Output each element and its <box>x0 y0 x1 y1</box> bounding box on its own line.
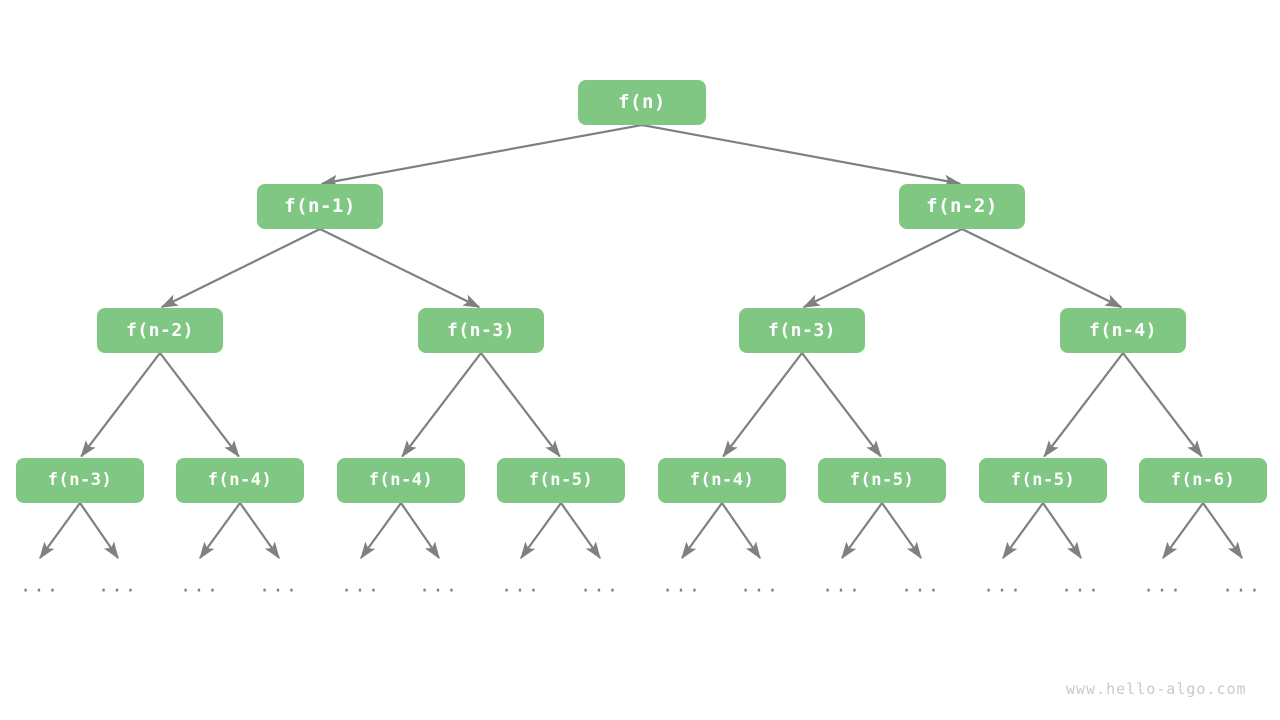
leaf-edge <box>360 502 402 560</box>
tree-node-label: f(n-2) <box>125 319 195 341</box>
ellipsis-marker: ... <box>97 574 139 597</box>
tree-edge <box>1043 352 1124 458</box>
tree-edge <box>802 228 963 309</box>
tree-node-label: f(n-5) <box>849 470 915 490</box>
leaf-edge <box>520 502 562 560</box>
tree-node[interactable]: f(n) <box>578 80 706 125</box>
tree-node[interactable]: f(n-5) <box>818 458 946 503</box>
tree-node[interactable]: f(n-4) <box>1060 308 1186 353</box>
tree-node[interactable]: f(n-4) <box>176 458 304 503</box>
ellipsis-marker: ... <box>900 574 942 597</box>
ellipsis-marker: ... <box>1060 574 1102 597</box>
ellipsis-marker: ... <box>258 574 300 597</box>
leaf-edges <box>39 502 1243 560</box>
tree-edge <box>159 352 240 458</box>
ellipsis-marker: ... <box>579 574 621 597</box>
leaf-edge <box>881 502 922 560</box>
ellipsis-marker: ... <box>1142 574 1184 597</box>
ellipsis-marker: ... <box>739 574 781 597</box>
tree-node-label: f(n-3) <box>446 319 516 341</box>
leaf-edge <box>1002 502 1044 560</box>
tree-edge <box>1122 352 1203 458</box>
tree-node[interactable]: f(n-5) <box>979 458 1107 503</box>
tree-node-label: f(n-4) <box>368 470 434 490</box>
leaf-edge <box>721 502 761 560</box>
tree-edge <box>319 228 481 309</box>
tree-node[interactable]: f(n-3) <box>16 458 144 503</box>
ellipsis-marker: ... <box>418 574 460 597</box>
tree-node[interactable]: f(n-3) <box>418 308 544 353</box>
ellipsis-marker: ... <box>821 574 863 597</box>
tree-node[interactable]: f(n-4) <box>658 458 786 503</box>
ellipsis-marker: ... <box>982 574 1024 597</box>
tree-edge <box>801 352 882 458</box>
tree-node[interactable]: f(n-3) <box>739 308 865 353</box>
leaf-edge <box>1042 502 1082 560</box>
ellipsis-marker: ... <box>500 574 542 597</box>
tree-edge <box>722 352 803 458</box>
tree-edge <box>480 352 561 458</box>
tree-node-label: f(n-6) <box>1170 470 1236 490</box>
tree-node-label: f(n-4) <box>1088 319 1158 341</box>
tree-node-label: f(n-5) <box>1010 470 1076 490</box>
tree-node[interactable]: f(n-4) <box>337 458 465 503</box>
tree-node-label: f(n-1) <box>284 195 356 217</box>
ellipsis-marker: ... <box>19 574 61 597</box>
leaf-edge <box>39 502 81 560</box>
tree-edge <box>961 228 1123 309</box>
tree-edge <box>80 352 161 458</box>
tree-node-label: f(n-4) <box>689 470 755 490</box>
leaf-edge <box>681 502 723 560</box>
tree-edges <box>80 123 1203 458</box>
leaf-edge <box>560 502 601 560</box>
ellipsis-marker: ... <box>661 574 703 597</box>
ellipsis-marker: ... <box>1221 574 1263 597</box>
tree-node-label: f(n-4) <box>207 470 273 490</box>
tree-edge <box>320 123 643 187</box>
leaf-edge <box>841 502 883 560</box>
tree-edge <box>641 123 962 187</box>
ellipsis-marker: ... <box>179 574 221 597</box>
tree-node[interactable]: f(n-2) <box>97 308 223 353</box>
tree-node[interactable]: f(n-5) <box>497 458 625 503</box>
leaf-edge <box>239 502 280 560</box>
leaf-edge <box>1202 502 1243 560</box>
tree-node[interactable]: f(n-6) <box>1139 458 1267 503</box>
leaf-edge <box>1162 502 1204 560</box>
tree-node-label: f(n-5) <box>528 470 594 490</box>
ellipsis-marker: ... <box>340 574 382 597</box>
tree-edge <box>160 228 321 309</box>
tree-node-label: f(n-2) <box>926 195 998 217</box>
tree-node[interactable]: f(n-2) <box>899 184 1025 229</box>
tree-node-label: f(n-3) <box>767 319 837 341</box>
tree-edge <box>401 352 482 458</box>
leaf-edge <box>400 502 440 560</box>
tree-node-label: f(n) <box>618 91 666 113</box>
leaf-edge <box>79 502 119 560</box>
leaf-edge <box>199 502 241 560</box>
tree-node[interactable]: f(n-1) <box>257 184 383 229</box>
tree-node-label: f(n-3) <box>47 470 113 490</box>
watermark: www.hello-algo.com <box>1066 680 1247 698</box>
